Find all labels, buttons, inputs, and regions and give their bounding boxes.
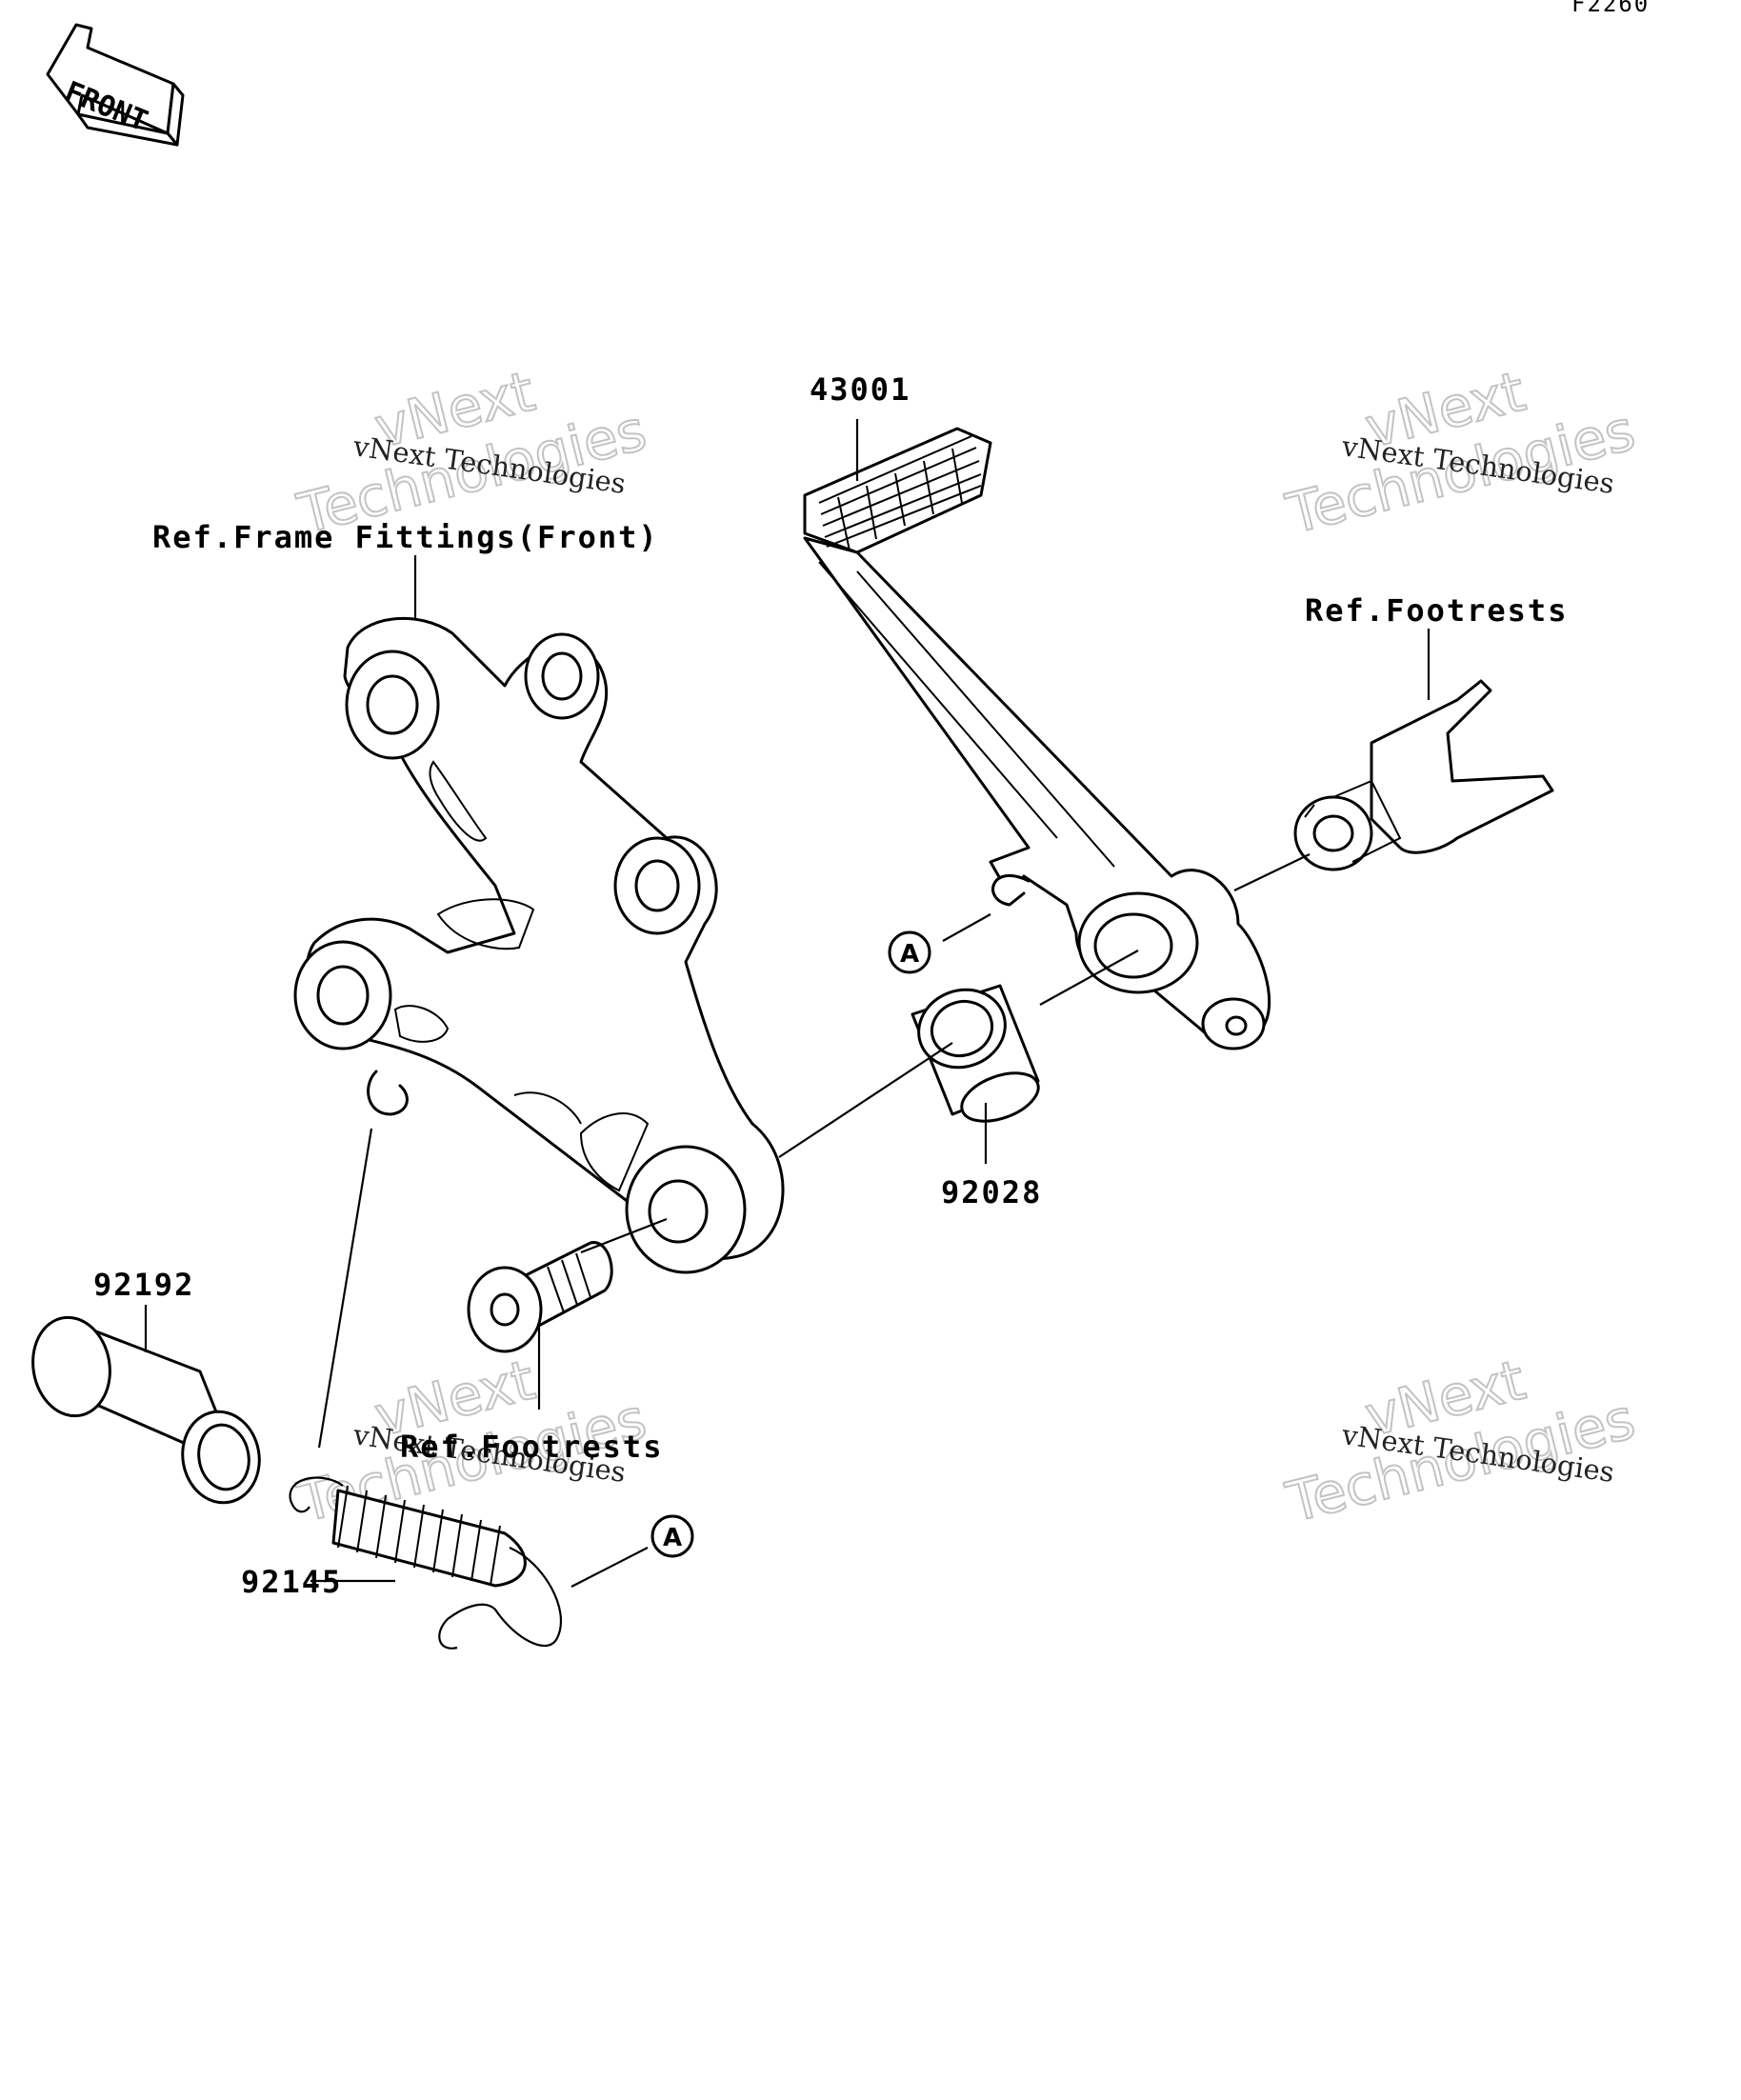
front-arrow-icon: FRONT (46, 23, 185, 147)
part-number-92145[interactable]: 92145 (241, 1564, 342, 1600)
callout-a-lower: A (650, 1514, 694, 1558)
leader-callout-a-lower (570, 1547, 649, 1588)
leader-callout-a-upper (942, 913, 991, 942)
svg-text:A: A (900, 940, 919, 969)
part-number-43001[interactable]: 43001 (810, 371, 911, 408)
watermark-bottom-left: vNext Technologies vNext Technologies (290, 1347, 653, 1536)
watermark-top-right: vNext Technologies vNext Technologies (1279, 358, 1642, 548)
ref-frame-fittings-label[interactable]: Ref.Frame Fittings(Front) (152, 519, 659, 555)
ref-footrests-lower-label[interactable]: Ref.Footrests (400, 1429, 663, 1465)
svg-text:A: A (663, 1524, 682, 1552)
part-number-92028[interactable]: 92028 (941, 1174, 1042, 1210)
return-spring (289, 1476, 563, 1650)
ref-footrests-upper-label[interactable]: Ref.Footrests (1305, 592, 1568, 629)
footrest-bracket (1293, 679, 1554, 871)
leader-bushing-to-pedal (1039, 950, 1139, 1006)
frame-bracket (293, 616, 785, 1274)
watermark-bottom-right: vNext Technologies vNext Technologies (1279, 1347, 1642, 1536)
pivot-bolt (467, 1241, 613, 1353)
leader-bracket-to-bushing (778, 1042, 953, 1158)
leader-bolt-to-bracket (580, 1217, 668, 1254)
sleeve-bushing (911, 984, 1040, 1123)
pedal-tread-pattern (818, 435, 982, 551)
pivot-collar (31, 1315, 261, 1505)
leader-footrest-to-pedal (1233, 853, 1311, 891)
diagram-code: F2260 (1571, 0, 1650, 17)
leader-spring-to-bracket (317, 1128, 373, 1449)
brake-pedal (803, 427, 1271, 1050)
callout-a-upper: A (888, 930, 931, 974)
part-number-92192[interactable]: 92192 (93, 1267, 194, 1303)
